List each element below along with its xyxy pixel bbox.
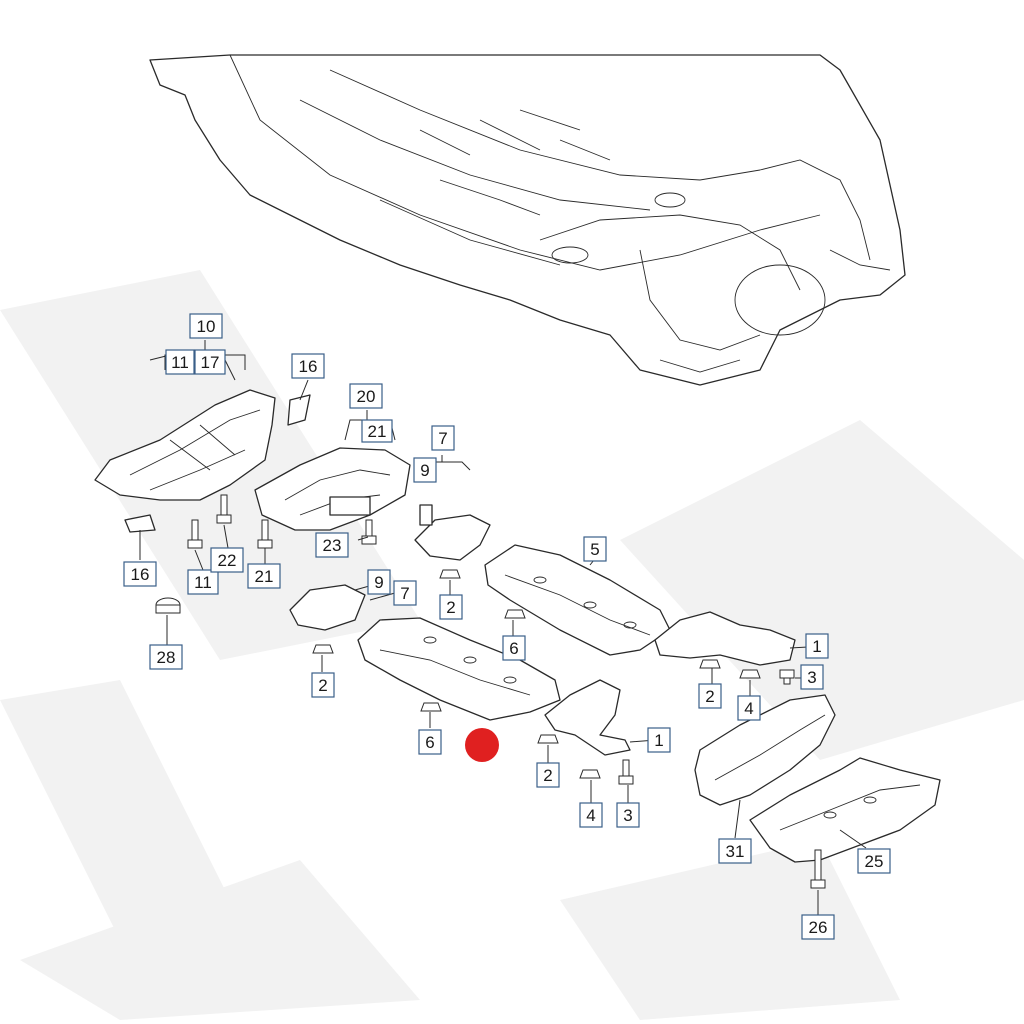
nut-6-lower: [420, 702, 442, 712]
lower-bracket: [289, 584, 366, 631]
callout-5-text: 5: [590, 540, 599, 559]
bolt-11: [187, 519, 203, 549]
callout-11-top-text: 11: [171, 353, 189, 372]
callout-17-text: 17: [201, 353, 220, 372]
callout-25-text: 25: [865, 852, 884, 871]
callout-26-text: 26: [809, 918, 828, 937]
callout-6-upper-text: 6: [509, 639, 518, 658]
callout-28: 28: [149, 644, 183, 670]
callout-9-top: 9: [413, 457, 437, 483]
callout-10-text: 10: [197, 317, 216, 336]
callout-22-text: 22: [218, 551, 237, 570]
callout-2-lower-text: 2: [318, 676, 327, 695]
nut-2-upper: [439, 569, 461, 579]
nut-2-center: [537, 734, 559, 744]
nut-2-right: [699, 659, 721, 669]
callout-6-lower: 6: [418, 729, 442, 755]
callout-1-upper: 1: [805, 633, 829, 659]
callout-31-text: 31: [726, 842, 745, 861]
callout-2-right: 2: [698, 683, 722, 709]
nut-28: [155, 597, 181, 614]
callout-16-top-text: 16: [299, 357, 318, 376]
callout-2-lower: 2: [311, 672, 335, 698]
callout-2-center-text: 2: [543, 766, 552, 785]
nut-4-center: [579, 769, 601, 779]
selected-part-marker: [465, 728, 499, 762]
callout-7-top-text: 7: [438, 429, 447, 448]
callout-6-lower-text: 6: [425, 733, 434, 752]
callout-3-center-text: 3: [623, 806, 632, 825]
callout-2-right-text: 2: [705, 687, 714, 706]
nut-4-right: [739, 669, 761, 679]
callout-23-text: 23: [323, 536, 342, 555]
callout-9-bottom-text: 9: [374, 573, 383, 592]
car-underbody-illustration: [149, 54, 906, 386]
bolt-3-center: [618, 759, 634, 785]
callout-1-upper-text: 1: [812, 637, 821, 656]
front-center-underbody-panel: [254, 447, 411, 531]
callout-2-upper-text: 2: [446, 598, 455, 617]
callout-26: 26: [801, 914, 835, 940]
callout-7-bottom: 7: [393, 580, 417, 606]
callout-23: 23: [315, 532, 349, 558]
bolt-3-right: [779, 669, 795, 685]
callout-22: 22: [210, 547, 244, 573]
callout-3-right-text: 3: [807, 668, 816, 687]
center-underbody-panel: [357, 617, 561, 721]
bolt-22: [216, 494, 232, 524]
callout-3-right: 3: [800, 664, 824, 690]
callout-16-top: 16: [291, 353, 325, 379]
callout-20-text: 20: [357, 387, 376, 406]
callout-3-center: 3: [616, 802, 640, 828]
callout-11-bottom: 11: [187, 569, 219, 595]
callout-1-lower-text: 1: [654, 731, 663, 750]
callout-7-bottom-text: 7: [400, 584, 409, 603]
callout-28-text: 28: [157, 648, 176, 667]
nut-6-upper: [504, 609, 526, 619]
callout-21-bottom: 21: [247, 563, 281, 589]
callout-11-top: 11: [165, 349, 195, 375]
bolt-26: [810, 849, 826, 889]
callout-1-lower: 1: [647, 727, 671, 753]
callout-20: 20: [349, 383, 383, 409]
right-lower-heat-shield: [544, 679, 631, 756]
callout-9-bottom: 9: [367, 569, 391, 595]
nut-2-lower: [312, 644, 334, 654]
callout-2-center: 2: [536, 762, 560, 788]
callout-16-bottom: 16: [123, 561, 157, 587]
callout-labels: 10 11 17 16 20 21 7 9 16 11 22 21 23 28 …: [123, 313, 891, 940]
callout-6-upper: 6: [502, 635, 526, 661]
callout-4-right-text: 4: [744, 699, 753, 718]
fasteners: [155, 494, 826, 889]
callout-4-center: 4: [579, 802, 603, 828]
callout-17: 17: [194, 349, 226, 375]
upper-bracket: [414, 504, 491, 561]
callout-25: 25: [857, 848, 891, 874]
callout-5: 5: [583, 536, 607, 562]
bolt-23: [361, 519, 377, 545]
callout-21-top: 21: [361, 419, 393, 443]
rear-heat-shield: [694, 694, 836, 806]
rear-underbody-panel: [749, 757, 941, 863]
callout-21-bottom-text: 21: [255, 567, 274, 586]
callout-31: 31: [718, 838, 752, 864]
callout-16-bottom-text: 16: [131, 565, 150, 584]
callout-10: 10: [189, 313, 223, 339]
callout-2-upper: 2: [439, 594, 463, 620]
front-left-underbody-panel: [94, 389, 311, 533]
callout-9-top-text: 9: [420, 461, 429, 480]
callout-4-center-text: 4: [586, 806, 595, 825]
callout-21-top-text: 21: [368, 422, 387, 441]
callout-7-top: 7: [431, 425, 455, 451]
callout-11-bottom-text: 11: [194, 573, 212, 592]
callout-4-right: 4: [737, 695, 761, 721]
right-upper-heat-shield: [654, 611, 796, 666]
